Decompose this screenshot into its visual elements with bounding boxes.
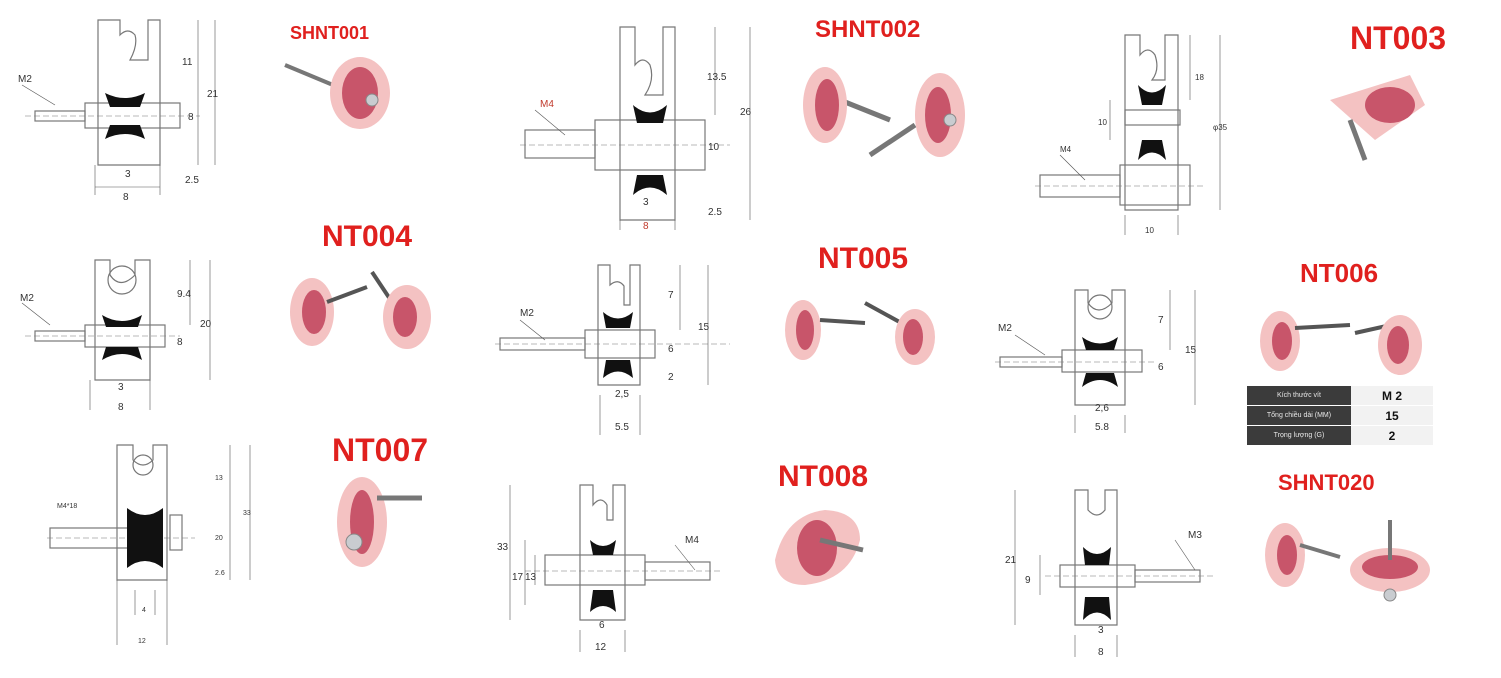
dim-label: 8 [177, 337, 183, 348]
dim-label: 2,6 [1095, 403, 1109, 414]
spec-value: M 2 [1351, 386, 1433, 406]
dim-label: 12 [138, 638, 146, 645]
product-photo-nt003 [1330, 75, 1425, 161]
dim-label: 2.6 [215, 570, 225, 577]
product-photo-nt007 [337, 477, 422, 567]
product-photo-shnt020 [1265, 520, 1430, 602]
shaft-label: M4 [685, 535, 699, 546]
table-row: Trọng lượng (G) 2 [1247, 425, 1433, 446]
product-title: NT004 [322, 220, 413, 253]
table-row: Tổng chiều dài (MM) 15 [1247, 405, 1433, 426]
dim-label: 13 [525, 572, 537, 583]
dim-label: 8 [188, 112, 194, 123]
dim-label: 15 [1185, 345, 1197, 356]
dim-label: 20 [215, 535, 223, 542]
dim-label: 2.5 [185, 175, 199, 186]
technical-drawing-nt004: 9.4 20 8 3 8 M2 [20, 259, 212, 413]
product-title: NT005 [818, 242, 909, 275]
dim-label: 20 [200, 319, 212, 330]
technical-drawing-nt008: 33 17 13 6 12 M4 [497, 484, 720, 653]
spec-key: Kích thước vít [1247, 386, 1351, 406]
product-title: NT006 [1300, 258, 1379, 288]
table-row: Kích thước vít M 2 [1247, 386, 1433, 406]
technical-drawing-shnt002: 13.5 26 10 2.5 3 8 M4 [520, 26, 752, 232]
product-photo-nt004 [290, 270, 431, 349]
dim-label: φ35 [1213, 123, 1228, 132]
spec-key: Tổng chiều dài (MM) [1247, 405, 1351, 426]
dim-label: 13.5 [707, 72, 727, 83]
dim-label: 21 [1005, 555, 1017, 566]
dim-label: 3 [643, 197, 649, 208]
dim-label: 5.5 [615, 422, 629, 433]
dim-label: 2 [668, 372, 674, 383]
product-photo-shnt001 [284, 57, 390, 129]
spec-key: Trọng lượng (G) [1247, 425, 1351, 446]
dim-label: 9 [1025, 575, 1031, 586]
shaft-label: M2 [998, 323, 1012, 334]
product-title: SHNT020 [1278, 470, 1375, 495]
dim-label: 9.4 [177, 289, 191, 300]
dim-label: 10 [1145, 226, 1154, 235]
technical-drawing-nt006: 7 15 6 2,6 5.8 M2 [995, 289, 1197, 433]
technical-drawing-nt005: 7 15 6 2 2,5 5.5 M2 [495, 264, 730, 435]
shaft-label: M4*18 [57, 503, 77, 510]
dim-label: 17 [512, 572, 524, 583]
dim-label: 4 [142, 607, 146, 614]
dim-label: 7 [1158, 315, 1164, 326]
product-photo-nt005 [785, 300, 935, 365]
dim-label: 18 [1195, 73, 1204, 82]
dim-label: 26 [740, 107, 752, 118]
product-photo-shnt002 [803, 67, 965, 158]
technical-drawing-shnt020: 21 9 3 8 M3 [1005, 489, 1215, 658]
technical-drawing-shnt001: 11 21 8 2.5 3 8 M2 [18, 19, 219, 203]
dim-label: 8 [118, 402, 124, 413]
product-title: NT008 [778, 460, 869, 493]
dim-label: 6 [668, 344, 674, 355]
shaft-label: M2 [18, 74, 32, 85]
dim-label: 8 [1098, 647, 1104, 658]
dim-label: 7 [668, 290, 674, 301]
dim-label: 10 [708, 142, 720, 153]
product-title: SHNT002 [815, 16, 921, 43]
shaft-label: M4 [540, 99, 554, 110]
dim-label: 13 [215, 475, 223, 482]
dim-label: 6 [1158, 362, 1164, 373]
spec-value: 15 [1351, 405, 1433, 426]
dim-label: 11 [182, 57, 193, 68]
dim-label: 33 [497, 542, 509, 553]
dim-label: 6 [599, 620, 605, 631]
technical-drawing-nt003: 18 10 φ35 10 M4 [1035, 34, 1228, 235]
dim-label: 8 [123, 192, 129, 203]
shaft-label: M4 [1060, 145, 1072, 154]
dim-label: 21 [207, 89, 219, 100]
product-photo-nt008 [775, 510, 864, 585]
shaft-label: M2 [20, 293, 34, 304]
dim-label: 2.5 [708, 207, 722, 218]
product-title: SHNT001 [290, 23, 370, 43]
dim-label: 10 [1098, 118, 1107, 127]
product-title: NT003 [1350, 20, 1447, 56]
shaft-label: M2 [520, 308, 534, 319]
product-photo-nt006 [1260, 311, 1422, 375]
dim-label: 33 [243, 510, 251, 517]
dim-label: 12 [595, 642, 607, 653]
dim-label: 2,5 [615, 389, 629, 400]
spec-value: 2 [1351, 425, 1433, 446]
shaft-label: M3 [1188, 530, 1202, 541]
dim-label: 3 [118, 382, 124, 393]
technical-drawing-nt007: 13 33 20 2.6 4 12 M4*18 [47, 444, 251, 645]
dim-label: 3 [1098, 625, 1104, 636]
dim-label: 8 [643, 221, 649, 232]
product-title: NT007 [332, 432, 429, 468]
dim-label: 15 [698, 322, 710, 333]
dim-label: 5.8 [1095, 422, 1109, 433]
dim-label: 3 [125, 169, 131, 180]
spec-table: Kích thước vít M 2 Tổng chiều dài (MM) 1… [1247, 386, 1433, 446]
